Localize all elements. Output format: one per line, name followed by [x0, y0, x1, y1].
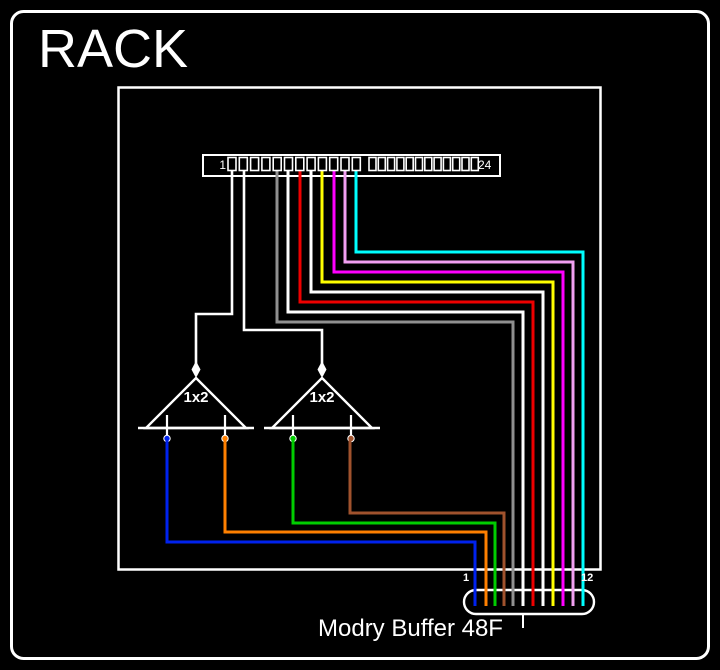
wire-green	[291, 439, 497, 606]
panel-port-16	[396, 156, 405, 172]
feed-splitter-1	[194, 161, 234, 366]
panel-port-10	[328, 156, 339, 172]
splitter-1-input-connector	[191, 361, 201, 378]
panel-port-2	[238, 156, 249, 172]
panel-port-14	[377, 156, 387, 172]
wire-white-a	[286, 161, 525, 606]
splitter-2-input-connector	[317, 361, 327, 378]
wire-blue	[165, 439, 477, 606]
outer-border	[10, 10, 710, 660]
buffer-port-12-label: 12	[581, 572, 594, 584]
panel-port-8	[306, 156, 316, 172]
feed-splitter-2	[242, 161, 324, 366]
splitter-1-label: 1x2	[183, 389, 209, 406]
wire-brown	[348, 439, 506, 606]
splitter-2-label: 1x2	[309, 389, 335, 406]
panel-port-6	[283, 156, 294, 172]
panel-port-20	[433, 156, 442, 172]
panel-port-17	[405, 156, 415, 172]
panel-port-3	[249, 156, 260, 172]
wire-cyan	[354, 161, 585, 606]
panel-port-7	[294, 156, 305, 172]
rack-title: RACK	[38, 19, 189, 79]
panel-port-5	[272, 156, 283, 172]
wire-magenta	[332, 161, 565, 606]
panel-port-1	[227, 156, 237, 172]
panel-port-18	[414, 156, 424, 172]
panel-port-4	[261, 156, 271, 172]
wire-orange	[223, 439, 488, 606]
panel-port-23	[461, 156, 470, 172]
wire-pink	[343, 161, 575, 606]
wire-white-b	[309, 161, 545, 606]
panel-port-9	[317, 156, 328, 172]
panel-port-24	[470, 156, 480, 172]
wire-red	[298, 161, 535, 606]
panel-port-13	[368, 156, 377, 172]
wire-yellow	[320, 161, 555, 606]
panel-port-21	[442, 156, 452, 172]
panel-port-12	[351, 156, 362, 172]
panel-port-15	[386, 156, 396, 172]
buffer-port-1-label: 1	[463, 572, 470, 584]
panel-port-1-label: 1	[219, 158, 226, 172]
panel-port-22	[451, 156, 461, 172]
panel-port-24-label: 24	[478, 158, 492, 172]
rack-enclosure	[117, 86, 602, 571]
panel-port-11	[340, 156, 350, 172]
buffer-name-label: Modry Buffer 48F	[318, 615, 503, 642]
panel-port-19	[423, 156, 433, 172]
wire-gray	[275, 161, 515, 606]
